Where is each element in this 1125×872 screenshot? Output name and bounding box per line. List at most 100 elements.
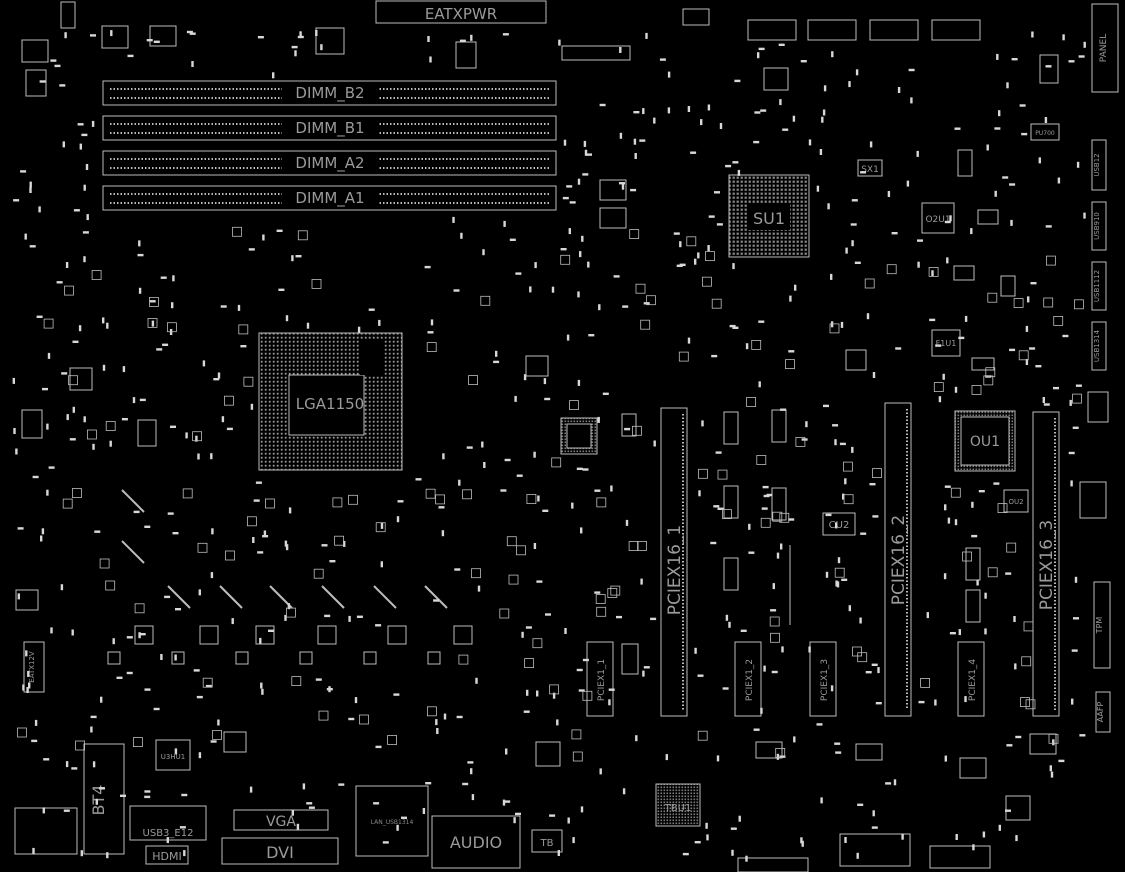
smd-pad	[816, 723, 823, 726]
smd-pad	[43, 758, 50, 761]
smd-pad	[954, 519, 958, 526]
smd-pad	[191, 61, 194, 67]
smd-cap	[829, 323, 840, 334]
smd-pad	[779, 755, 786, 758]
smd-pad	[438, 506, 445, 509]
smd-pad	[1053, 386, 1059, 390]
smd-pad	[842, 493, 845, 500]
smd-cap	[697, 730, 708, 741]
smd-pad	[834, 742, 841, 745]
smd-pad	[95, 798, 98, 805]
smd-pad	[295, 255, 302, 258]
smd-pad	[513, 817, 516, 824]
chip-v7	[965, 589, 981, 623]
right-part-c	[1079, 481, 1107, 519]
smd-pad	[348, 615, 351, 622]
smd-pad	[820, 797, 823, 804]
smd-pad	[144, 790, 151, 793]
smd-pad	[1009, 183, 1016, 186]
smd-pad	[910, 97, 913, 104]
smd-cap	[223, 395, 234, 406]
smd-pad	[1014, 663, 1017, 670]
smd-pad	[249, 786, 253, 793]
smd-pad	[231, 618, 234, 625]
smd-pad	[127, 54, 134, 58]
smd-pad	[211, 528, 214, 535]
pciex1-3-slot	[809, 641, 837, 717]
smd-pad	[149, 300, 156, 303]
pciex1-1-label: PCIEX1_1	[597, 659, 607, 701]
eatx12v-label: EATX12V	[28, 651, 36, 683]
smd-pad	[716, 223, 723, 226]
smd-cap	[197, 542, 208, 553]
smd-pad	[792, 115, 796, 122]
smd-pad	[380, 522, 384, 529]
right-part-b	[1087, 391, 1109, 423]
pciex1-3-label: PCIEX1_3	[820, 659, 830, 701]
smd-pad	[90, 715, 97, 719]
smd-cap	[91, 270, 102, 280]
smd-pad	[602, 392, 609, 395]
right-part-d	[1029, 733, 1057, 755]
smd-pad	[748, 523, 751, 530]
smd-pad	[855, 69, 859, 76]
smd-cap	[769, 616, 780, 627]
smd-pad	[725, 614, 729, 621]
smd-pad	[31, 739, 38, 743]
smd-pad	[840, 321, 844, 328]
smd-cap	[291, 676, 302, 686]
tpm-label: TPM	[1095, 617, 1104, 635]
smd-cap	[285, 607, 296, 618]
smd-pad	[493, 360, 500, 364]
smd-pad	[454, 568, 461, 571]
smd-pad	[776, 753, 780, 760]
smd-pad	[839, 442, 846, 446]
smd-pad	[714, 191, 720, 194]
smd-pad	[253, 499, 260, 502]
smd-cap	[426, 342, 437, 353]
smd-pad	[69, 438, 76, 441]
smd-cap	[318, 710, 329, 721]
smd-pad	[106, 852, 109, 859]
smd-pad	[526, 689, 529, 696]
smd-pad	[728, 621, 731, 628]
center-chip-c	[525, 355, 549, 377]
cpu-socket: LGA1150	[258, 332, 403, 471]
smd-pad	[82, 231, 89, 234]
smd-cap	[1072, 393, 1082, 404]
smd-pad	[504, 800, 511, 803]
smd-pad	[470, 34, 473, 41]
sata-connector-4	[931, 19, 981, 41]
smd-pad	[576, 668, 583, 672]
smd-pad	[25, 650, 28, 657]
smd-pad	[138, 240, 141, 247]
smd-pad	[268, 629, 274, 632]
smd-pad	[441, 530, 445, 537]
pu700-chip	[1030, 123, 1060, 141]
smd-pad	[958, 336, 965, 340]
smd-pad	[831, 51, 834, 58]
smd-cap	[582, 690, 593, 701]
smd-pad	[64, 32, 67, 39]
smd-pad	[917, 261, 920, 268]
smd-pad	[193, 669, 200, 672]
smd-pad	[639, 139, 646, 142]
smd-components	[12, 30, 1086, 862]
smd-pad	[789, 295, 792, 302]
smd-cap	[785, 359, 795, 370]
smd-cap	[722, 509, 732, 520]
smd-cap	[1048, 733, 1059, 744]
smd-pad	[976, 579, 979, 586]
smd-pad	[220, 305, 227, 308]
smd-pad	[306, 322, 310, 329]
smd-pad	[1009, 348, 1016, 352]
smd-pad	[514, 395, 517, 402]
smd-pad	[549, 814, 556, 817]
f1u1-chip	[931, 329, 961, 357]
smd-pad	[825, 513, 832, 517]
smd-pad	[46, 423, 49, 430]
smd-pad	[110, 30, 113, 37]
smd-pad	[60, 584, 64, 591]
smd-cap	[843, 461, 853, 472]
smd-pad	[1049, 765, 1052, 772]
